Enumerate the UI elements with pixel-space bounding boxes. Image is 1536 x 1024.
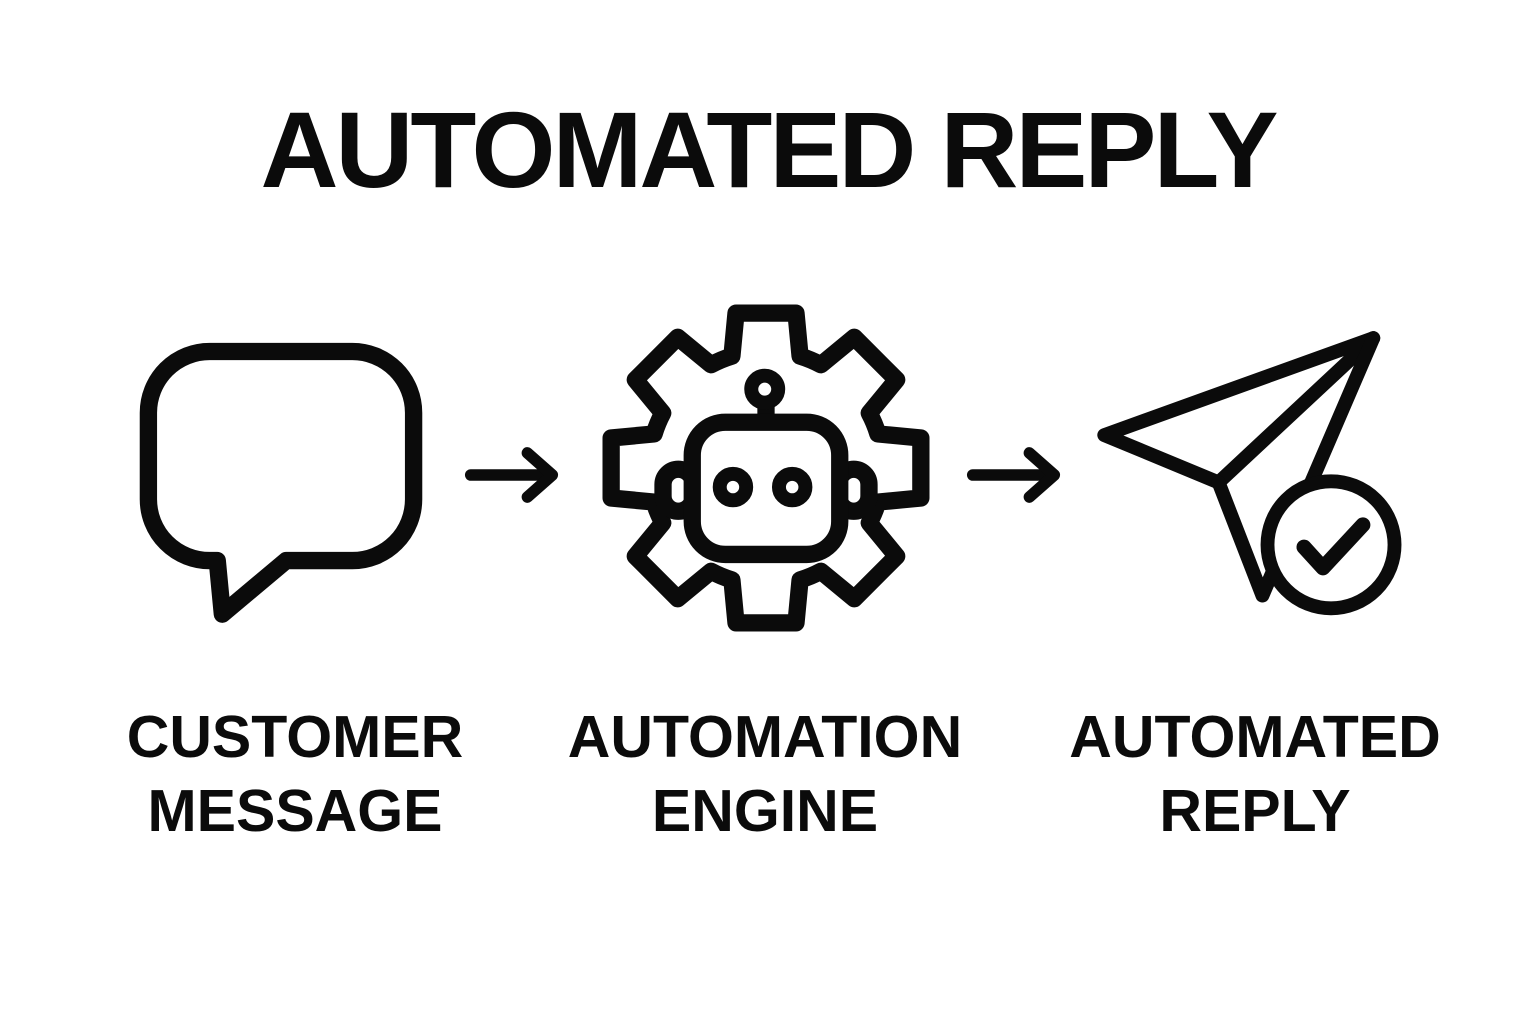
step-label-automation-engine: AUTOMATION ENGINE xyxy=(565,700,965,849)
step-label-line: ENGINE xyxy=(651,778,879,845)
step-label-line: AUTOMATION xyxy=(567,704,963,770)
arrow-right-icon xyxy=(966,446,1062,504)
step-label-line: CUSTOMER xyxy=(126,704,464,770)
arrow-right-icon xyxy=(464,446,560,504)
gear-robot-icon xyxy=(588,290,944,646)
page-title: AUTOMATED REPLY xyxy=(260,89,1278,210)
step-label-automated-reply: AUTOMATED REPLY xyxy=(1055,700,1455,849)
paper-plane-check-icon xyxy=(1096,330,1415,621)
step-label-customer-message: CUSTOMER MESSAGE xyxy=(95,700,495,849)
step-label-line: AUTOMATED xyxy=(1069,704,1441,770)
step-label-line: REPLY xyxy=(1159,778,1351,845)
step-label-line: MESSAGE xyxy=(147,778,443,845)
speech-bubble-icon xyxy=(128,326,434,632)
